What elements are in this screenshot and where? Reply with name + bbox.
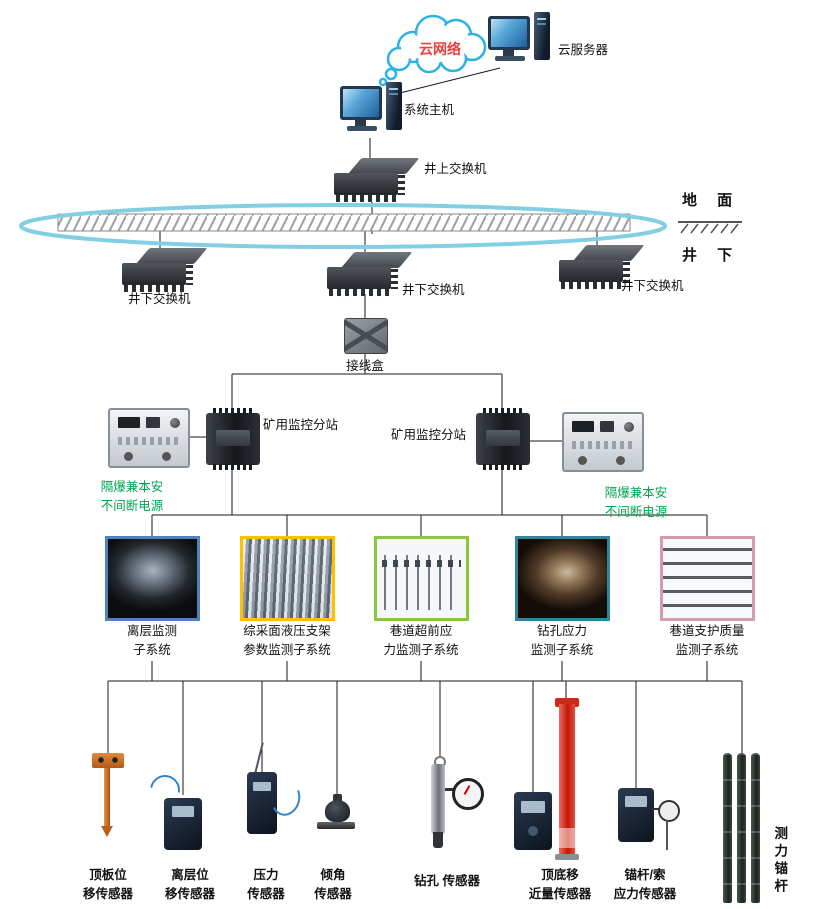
subsystem-label: 钻孔应力监测子系统 [530, 624, 594, 657]
cloud-network-shape [378, 14, 487, 87]
subsystem-image [108, 539, 197, 618]
separation-displacement-sensor [144, 769, 210, 855]
subsystem-image [663, 539, 752, 618]
surface-switch-device [332, 158, 420, 206]
sensor-label: 钻孔 传感器 [414, 874, 480, 888]
monitoring-substation-device [476, 408, 530, 470]
subsystem-label: 综采面液压支架参数监测子系统 [243, 624, 331, 657]
junction-box-label: 接线盒 [346, 359, 384, 373]
subsystem-card [660, 536, 755, 621]
system-host-label: 系统主机 [404, 103, 455, 117]
ground-section-mark [678, 221, 742, 234]
system-host-icon [340, 82, 404, 140]
cloud-server-label: 云服务器 [558, 43, 609, 57]
underground-switch-label: 井下交换机 [621, 279, 684, 293]
subsystem-label: 巷道支护质量监测子系统 [669, 624, 745, 657]
anchor-stress-sensor [614, 784, 684, 854]
surface-switch-label: 井上交换机 [424, 162, 487, 176]
underground-switch-label: 井下交换机 [402, 283, 465, 297]
subsystem-card [374, 536, 469, 621]
underground-switch-device [557, 245, 645, 293]
roof-floor-convergence-sensor [510, 790, 554, 852]
force-measuring-anchor-rods [720, 751, 764, 905]
monitoring-substation-label: 矿用监控分站 [263, 418, 339, 432]
sensor-label: 锚杆/索应力传感器 [613, 868, 677, 901]
ground-hatch-bar [57, 213, 631, 232]
subsystem-card [515, 536, 610, 621]
sensor-label: 倾角传感器 [314, 868, 352, 901]
subsystem-card [105, 536, 200, 621]
sensor-label: 顶底移近量传感器 [528, 868, 592, 901]
ups-label: 隔爆兼本安 不间断电源 [604, 486, 668, 519]
subsystem-label: 离层监测子系统 [126, 624, 177, 657]
subsystem-image [243, 539, 332, 618]
underground-switch-device [325, 252, 413, 300]
borehole-sensor [428, 754, 484, 854]
roof-displacement-sensor [88, 750, 132, 842]
ups-label: 隔爆兼本安 不间断电源 [100, 480, 164, 513]
junction-box-device [344, 318, 388, 354]
ring-network-ellipse [19, 203, 667, 249]
underground-switch-device [120, 248, 208, 296]
subsystem-label: 巷道超前应力监测子系统 [383, 624, 459, 657]
ground-surface-label: 地 面 [682, 192, 741, 209]
subsystem-image [518, 539, 607, 618]
force-anchor-label: 测力锚杆 [772, 826, 788, 896]
subsystem-image [377, 539, 466, 618]
ups-device [108, 408, 190, 468]
monitoring-substation-device [206, 408, 260, 470]
subsystem-card [240, 536, 335, 621]
ups-device [562, 412, 644, 472]
underground-label: 井 下 [682, 247, 741, 264]
tilt-sensor [316, 792, 358, 832]
cloud-network-label: 云网络 [419, 41, 461, 57]
sensor-label: 压力传感器 [247, 868, 285, 901]
convergence-measuring-column [552, 696, 582, 864]
sensor-label: 离层位移传感器 [164, 868, 215, 901]
pressure-sensor [242, 740, 305, 836]
wire-group [107, 67, 743, 795]
monitoring-substation-label: 矿用监控分站 [391, 428, 467, 442]
sensor-label: 顶板位移传感器 [82, 868, 133, 901]
cloud-server-icon [488, 12, 552, 70]
underground-switch-label: 井下交换机 [128, 292, 191, 306]
